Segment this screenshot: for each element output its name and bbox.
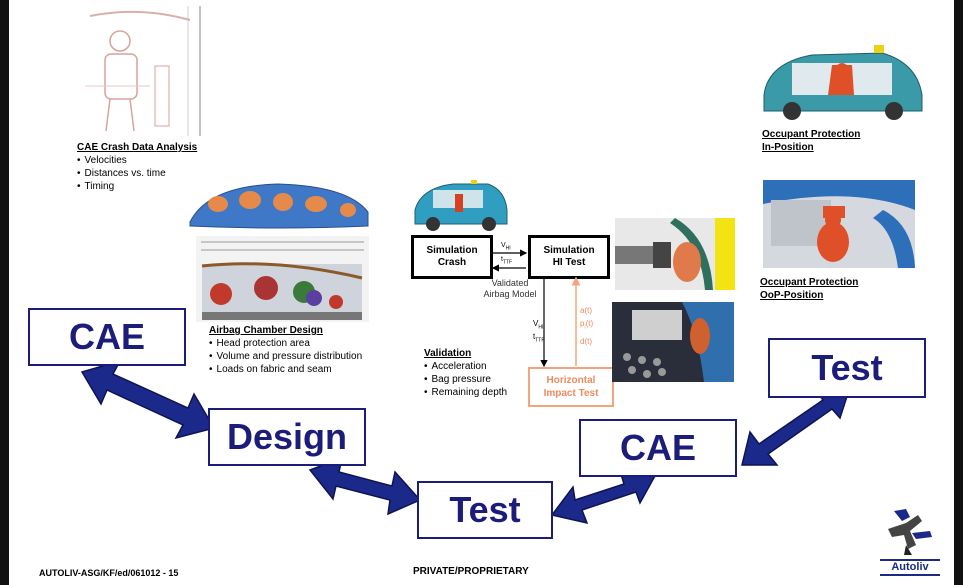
cycle-test-right-box: Test [768, 338, 926, 398]
horizontal-impact-test-box: Horizontal Impact Test [528, 367, 614, 407]
list-item: Bag pressure [424, 373, 534, 386]
airbag-design-list: Head protection area Volume and pressure… [209, 337, 399, 376]
simulation-hi-test-box: Simulation HI Test [528, 235, 610, 279]
list-item: Remaining depth [424, 386, 534, 399]
occupant-oop-image [763, 180, 915, 268]
occupant-in-position-label: Occupant Protection In-Position [762, 129, 861, 153]
double-arrow-cae-design [80, 359, 216, 440]
autoliv-logo-mark-icon [888, 509, 932, 555]
crash-analysis-list: Velocities Distances vs. time Timing [77, 154, 247, 193]
list-item: Loads on fabric and seam [209, 363, 399, 376]
sim-crash-line2: Crash [437, 257, 467, 268]
cycle-design-box: Design [208, 408, 366, 466]
double-arrow-test-cae [550, 470, 658, 525]
label-v-hi-top: VHI [501, 242, 511, 252]
footer-doc-id: AUTOLIV-ASG/KF/ed/061012 - 15 [39, 568, 179, 578]
list-item: Timing [77, 180, 247, 193]
list-item: Velocities [77, 154, 247, 167]
cycle-cae-left-box: CAE [28, 308, 186, 366]
list-item: Head protection area [209, 337, 399, 350]
label-a-t: a(t) [580, 306, 592, 315]
crash-analysis-title: CAE Crash Data Analysis [77, 142, 198, 153]
occupant-in-position-image [762, 45, 925, 123]
hi-test-line2: Impact Test [543, 388, 599, 399]
flow-arrows [491, 249, 581, 368]
double-arrow-design-test [308, 456, 422, 516]
label-p-t: pi(t) [580, 319, 594, 331]
airbag-design-block: Airbag Chamber Design Head protection ar… [209, 324, 399, 376]
left-frame-border [0, 0, 9, 585]
occupant-oop-label: Occupant Protection OoP-Position [760, 277, 859, 301]
hi-test-line1: Horizontal [546, 375, 596, 386]
label-v-hi-mid: VHI [533, 319, 544, 331]
impact-sled-photo [612, 302, 734, 382]
validation-block: Validation Acceleration Bag pressure Rem… [424, 347, 534, 399]
sim-crash-line1: Simulation [426, 245, 478, 256]
autoliv-wordmark: Autoliv [880, 559, 940, 576]
hi-test-photo [615, 218, 735, 290]
test-measurement-labels: a(t) pi(t) d(t) [580, 304, 593, 348]
simulation-crash-box: Simulation Crash [411, 235, 493, 279]
sim-hi-line2: HI Test [552, 257, 586, 268]
airbag-design-title: Airbag Chamber Design [209, 325, 323, 336]
right-frame-border [954, 0, 963, 585]
autoliv-logo: Autoliv [876, 505, 944, 579]
list-item: Volume and pressure distribution [209, 350, 399, 363]
label-d-t: d(t) [580, 336, 592, 346]
list-item: Distances vs. time [77, 167, 247, 180]
footer-classification: PRIVATE/PROPRIETARY [413, 566, 529, 577]
crash-analysis-block: CAE Crash Data Analysis Velocities Dista… [77, 141, 247, 193]
label-t-ttf-mid: tTTF [533, 332, 545, 344]
airbag-chamber-sim-image [196, 236, 369, 322]
sim-hi-line1: Simulation [543, 245, 595, 256]
airbag-chamber-mesh-image [188, 182, 370, 232]
validation-list: Acceleration Bag pressure Remaining dept… [424, 360, 534, 399]
crash-dummy-image [80, 6, 210, 136]
validation-title: Validation [424, 348, 472, 359]
validated-model-label: Validated Airbag Model [483, 278, 537, 299]
label-t-ttf-top: tTTF [501, 256, 513, 266]
car-crash-image [413, 180, 509, 232]
cycle-test-bottom-box: Test [417, 481, 553, 539]
double-arrow-cae-test [741, 386, 852, 466]
cycle-cae-right-box: CAE [579, 419, 737, 477]
list-item: Acceleration [424, 360, 534, 373]
